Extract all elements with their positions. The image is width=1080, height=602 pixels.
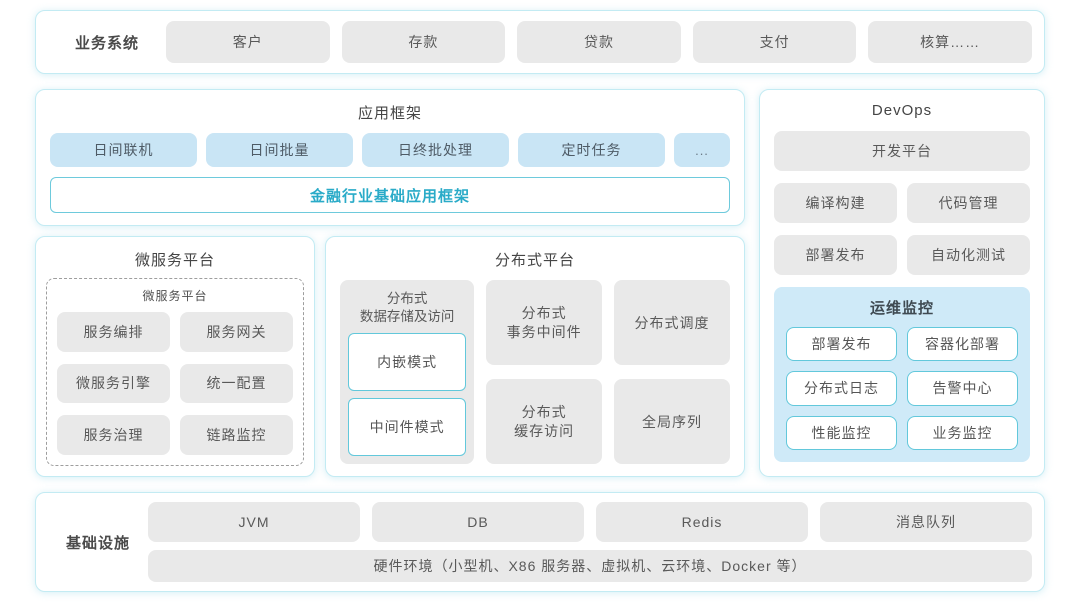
devops-panel: DevOps 开发平台 编译构建 代码管理 部署发布 自动化测试 运维监控 部署… (759, 89, 1045, 477)
monitor-item: 业务监控 (907, 415, 1018, 450)
monitor-item: 告警中心 (907, 371, 1018, 406)
devops-tool: 编译构建 (774, 183, 897, 223)
infrastructure-label: 基础设施 (65, 534, 130, 552)
business-item: 客户 (166, 21, 330, 63)
infra-item: 消息队列 (820, 502, 1032, 542)
microservice-item: 服务治理 (57, 415, 170, 455)
infra-item: Redis (596, 502, 808, 542)
business-item: 贷款 (517, 21, 681, 63)
distributed-item: 分布式 事务中间件 (486, 280, 603, 365)
infrastructure-content: JVM DB Redis 消息队列 硬件环境（小型机、X86 服务器、虚拟机、云… (148, 502, 1032, 582)
microservice-item: 统一配置 (180, 363, 293, 404)
business-item: 核算…… (868, 21, 1032, 63)
monitor-item: 部署发布 (786, 327, 897, 362)
app-module-more: ... (674, 133, 730, 167)
devops-tool: 自动化测试 (907, 235, 1030, 275)
business-item: 存款 (341, 21, 506, 63)
ops-monitoring-grid: 部署发布 容器化部署 分布式日志 告警中心 性能监控 业务监控 (786, 327, 1018, 450)
business-systems-panel: 业务系统 客户 存款 贷款 支付 核算…… (35, 10, 1045, 74)
monitor-item: 容器化部署 (907, 327, 1018, 362)
microservice-inner-box: 微服务平台 服务编排 服务网关 微服务引擎 统一配置 服务治理 链路监控 (46, 278, 304, 466)
microservice-panel: 微服务平台 微服务平台 服务编排 服务网关 微服务引擎 统一配置 服务治理 链路… (35, 236, 315, 477)
devops-title: DevOps (871, 102, 933, 119)
infrastructure-panel: 基础设施 JVM DB Redis 消息队列 硬件环境（小型机、X86 服务器、… (35, 492, 1045, 592)
distributed-panel: 分布式平台 分布式 数据存储及访问 内嵌模式 中间件模式 分布式 事务中间件 分… (325, 236, 745, 477)
microservice-inner-title: 微服务平台 (142, 289, 208, 303)
middle-row: 应用框架 日间联机 日间批量 日终批处理 定时任务 ... 金融行业基础应用框架… (35, 89, 1045, 477)
microservice-grid: 服务编排 服务网关 微服务引擎 统一配置 服务治理 链路监控 (57, 312, 293, 455)
business-items-row: 客户 存款 贷款 支付 核算…… (166, 21, 1032, 63)
business-systems-label: 业务系统 (74, 34, 139, 52)
devops-tool: 代码管理 (907, 183, 1030, 223)
platforms-row: 微服务平台 微服务平台 服务编排 服务网关 微服务引擎 统一配置 服务治理 链路… (35, 236, 745, 477)
base-framework-box: 金融行业基础应用框架 (50, 177, 730, 213)
distributed-title: 分布式平台 (494, 252, 575, 269)
business-item: 支付 (692, 21, 857, 63)
distributed-item: 分布式调度 (614, 280, 730, 365)
microservice-item: 服务编排 (57, 312, 170, 352)
microservice-item: 微服务引擎 (57, 363, 170, 404)
microservice-item: 服务网关 (180, 312, 293, 352)
app-module: 定时任务 (518, 133, 665, 167)
distributed-middle-column: 分布式 事务中间件 分布式 缓存访问 (486, 280, 603, 464)
app-module: 日间联机 (50, 133, 197, 167)
monitor-item: 性能监控 (786, 415, 897, 450)
storage-mode: 内嵌模式 (348, 333, 467, 392)
ops-monitoring-title: 运维监控 (869, 300, 934, 317)
distributed-body: 分布式 数据存储及访问 内嵌模式 中间件模式 分布式 事务中间件 分布式 缓存访… (340, 280, 730, 464)
app-framework-title: 应用框架 (357, 105, 422, 122)
microservice-title: 微服务平台 (134, 252, 215, 269)
distributed-storage-group: 分布式 数据存储及访问 内嵌模式 中间件模式 (340, 280, 475, 464)
distributed-item: 全局序列 (614, 379, 730, 464)
storage-mode: 中间件模式 (348, 398, 467, 456)
middle-left-column: 应用框架 日间联机 日间批量 日终批处理 定时任务 ... 金融行业基础应用框架… (35, 89, 745, 477)
distributed-storage-title: 分布式 数据存储及访问 (359, 291, 455, 325)
monitor-item: 分布式日志 (786, 371, 897, 406)
devops-tools-grid: 编译构建 代码管理 部署发布 自动化测试 (774, 183, 1030, 275)
microservice-item: 链路监控 (180, 415, 293, 455)
hardware-env-box: 硬件环境（小型机、X86 服务器、虚拟机、云环境、Docker 等） (148, 550, 1032, 582)
infra-item: JVM (148, 502, 360, 542)
ops-monitoring-panel: 运维监控 部署发布 容器化部署 分布式日志 告警中心 性能监控 业务监控 (774, 287, 1030, 462)
infra-item: DB (372, 502, 584, 542)
app-framework-modules: 日间联机 日间批量 日终批处理 定时任务 ... (50, 133, 730, 167)
distributed-item: 分布式 缓存访问 (486, 379, 603, 464)
app-module: 日终批处理 (362, 133, 509, 167)
distributed-right-column: 分布式调度 全局序列 (614, 280, 730, 464)
app-framework-panel: 应用框架 日间联机 日间批量 日终批处理 定时任务 ... 金融行业基础应用框架 (35, 89, 745, 226)
app-module: 日间批量 (206, 133, 353, 167)
infrastructure-items-row: JVM DB Redis 消息队列 (148, 502, 1032, 542)
dev-platform-box: 开发平台 (774, 131, 1030, 171)
devops-tool: 部署发布 (774, 235, 897, 275)
